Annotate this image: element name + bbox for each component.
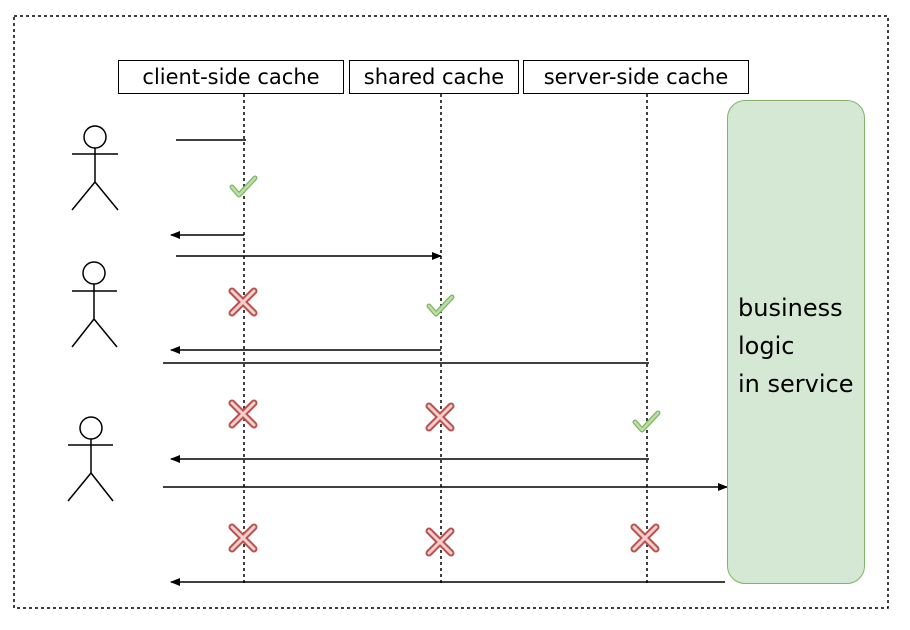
service-label: business logic in service — [738, 289, 853, 403]
x-icon — [228, 523, 258, 553]
user-actor-3 — [67, 416, 114, 502]
server-cache-label: server-side cache — [523, 60, 749, 94]
x-icon — [630, 523, 660, 553]
x-icon — [425, 402, 455, 432]
service-label-line: in service — [738, 370, 854, 398]
service-label-line: business — [738, 294, 843, 322]
x-icon — [425, 527, 455, 557]
user-actor-2 — [71, 261, 118, 348]
x-icon — [228, 399, 258, 429]
x-icon — [228, 287, 258, 317]
check-icon — [426, 294, 455, 317]
service-block: business logic in service — [727, 100, 865, 584]
service-label-line: logic — [738, 332, 795, 360]
user-actor-1 — [71, 125, 119, 211]
shared-cache-label: shared cache — [349, 60, 519, 94]
outer-frame — [13, 15, 889, 609]
client-cache-label: client-side cache — [118, 60, 344, 94]
check-icon — [632, 410, 661, 433]
check-icon — [229, 175, 258, 198]
